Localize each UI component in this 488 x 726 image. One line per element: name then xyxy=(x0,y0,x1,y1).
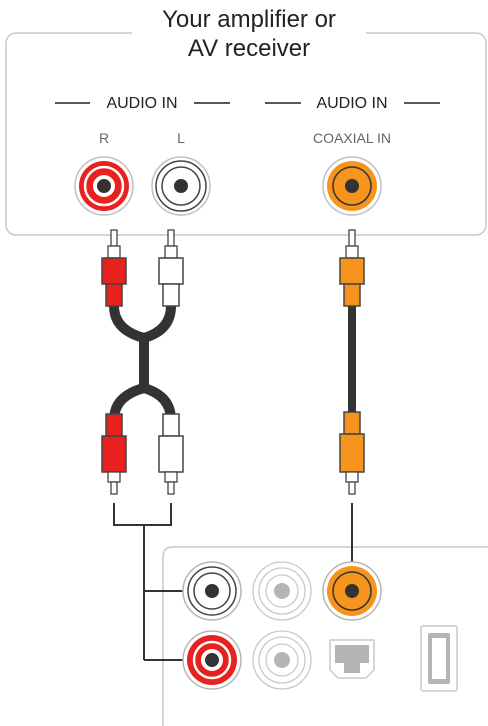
source-jack-inactive-2 xyxy=(252,630,312,690)
usb-port-icon xyxy=(420,625,458,692)
coaxial-cable xyxy=(339,229,365,495)
source-jack-coaxial-orange xyxy=(322,561,382,621)
coaxial-audio-in-group: AUDIO IN COAXIAL IN xyxy=(265,95,440,146)
rca-plug-white-top xyxy=(158,229,184,307)
amp-jack-left-white xyxy=(151,156,211,216)
device-title-line-1: Your amplifier or xyxy=(132,5,366,34)
amp-jack-right-red xyxy=(74,156,134,216)
coaxial-plug-bottom xyxy=(339,411,365,495)
coaxial-plug-top xyxy=(339,229,365,307)
coaxial-audio-in-label: AUDIO IN xyxy=(316,95,387,112)
source-jack-white-active xyxy=(182,561,242,621)
amp-jack-coaxial-orange xyxy=(322,156,382,216)
rca-plug-white-bottom xyxy=(158,413,184,495)
optical-port-icon xyxy=(329,639,375,679)
stereo-rca-cable xyxy=(101,229,184,495)
source-jack-inactive xyxy=(252,561,312,621)
source-jack-red-active xyxy=(182,630,242,690)
rca-plug-red-bottom xyxy=(101,413,127,495)
channel-label-right: R xyxy=(99,130,109,146)
analog-audio-in-group: AUDIO IN R L xyxy=(55,95,230,146)
device-title-line-2: AV receiver xyxy=(132,34,366,63)
analog-audio-in-label: AUDIO IN xyxy=(106,95,177,112)
channel-label-left: L xyxy=(177,130,185,146)
amplifier-panel xyxy=(5,32,487,236)
rca-plug-red-top xyxy=(101,229,127,307)
coaxial-in-label: COAXIAL IN xyxy=(313,130,391,146)
source-device-panel xyxy=(162,546,488,726)
